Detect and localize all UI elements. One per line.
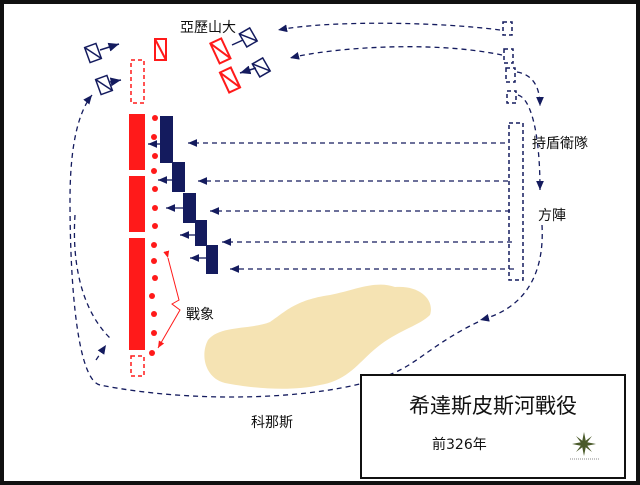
macedonian-start-units <box>502 21 524 281</box>
label-alexander: 亞歷山大 <box>180 20 236 36</box>
phalanx-movement-arrows <box>188 139 514 273</box>
advance-arrows <box>148 140 206 262</box>
compass-star-icon <box>570 432 600 460</box>
title-box: 希達斯皮斯河戰役 前326年 <box>360 374 626 479</box>
elephant-pointer <box>157 250 181 349</box>
indian-infantry <box>129 114 145 350</box>
indian-elephants <box>149 115 158 356</box>
battle-title: 希達斯皮斯河戰役 <box>409 394 577 418</box>
indian-cavalry <box>154 37 242 94</box>
sand-area <box>204 284 431 389</box>
macedonian-phalanx <box>160 116 218 274</box>
battle-year: 前326年 <box>432 437 487 453</box>
label-hypaspists: 持盾衛隊 <box>532 136 588 152</box>
label-phalanx: 方陣 <box>538 208 566 224</box>
label-coenus: 科那斯 <box>251 415 293 431</box>
indian-dashed-units <box>130 59 145 377</box>
macedonian-cavalry <box>83 26 272 96</box>
label-elephants: 戰象 <box>186 307 214 323</box>
